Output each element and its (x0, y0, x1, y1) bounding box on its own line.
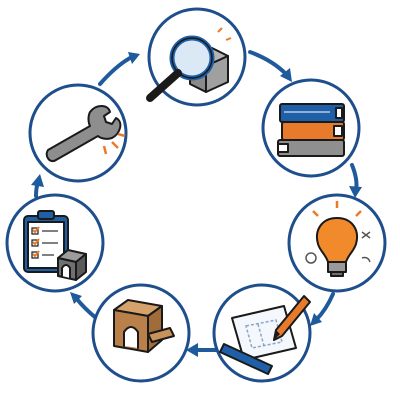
stacked-books-icon (277, 103, 345, 157)
clipboard-checklist-icon (23, 210, 87, 281)
arrow-research-to-ideate (349, 163, 362, 198)
step-analyze (146, 7, 247, 107)
arrow-prototype-to-test (70, 292, 98, 320)
blueprint-pencil-ruler-icon (219, 295, 311, 375)
step-test (5, 193, 105, 293)
step-research (261, 78, 361, 178)
arrow-design-to-prototype (186, 343, 218, 357)
lightbulb-icon (305, 201, 371, 277)
step-refine (28, 83, 128, 183)
wrench-icon (45, 105, 126, 162)
step-design (212, 283, 312, 383)
magnifier-over-box-icon (146, 27, 232, 102)
arrow-test-to-refine (31, 174, 44, 198)
wooden-model-icon (113, 299, 175, 353)
arrow-ideate-to-design (310, 292, 335, 326)
step-prototype (91, 283, 191, 383)
arrow-refine-to-analyze (98, 52, 140, 86)
step-ideate (287, 193, 387, 293)
arrow-analyze-to-research (248, 50, 292, 82)
